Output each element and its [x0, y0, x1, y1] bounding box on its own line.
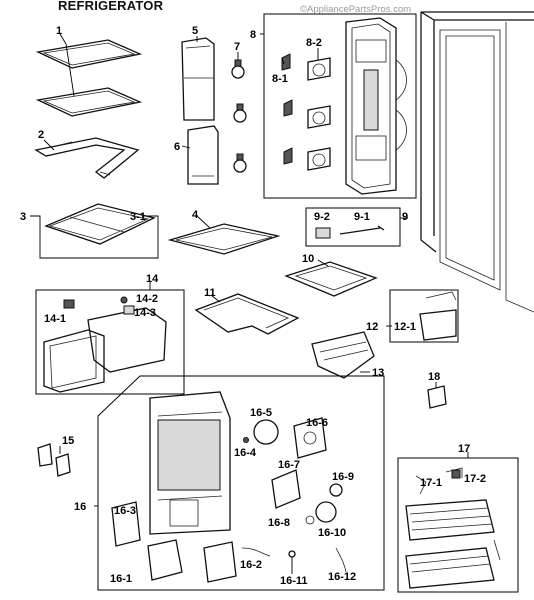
label-17-2: 17-2 [464, 473, 486, 485]
label-16: 16 [74, 501, 86, 513]
label-16-6: 16-6 [306, 417, 328, 429]
label-8-1: 8-1 [272, 73, 288, 85]
label-17-1: 17-1 [420, 477, 442, 489]
label-16-4: 16-4 [234, 447, 257, 459]
part-18-fan-cover [427, 382, 447, 409]
label-3: 3 [20, 211, 26, 223]
watermark: ©AppliancePartsPros.com [300, 4, 412, 15]
label-16-10: 16-10 [318, 527, 346, 539]
label-14: 14 [146, 273, 159, 285]
label-11: 11 [204, 287, 216, 299]
label-5: 5 [192, 25, 198, 37]
label-9-2: 9-2 [314, 211, 330, 223]
label-3-1: 3-1 [130, 211, 146, 223]
label-7: 7 [234, 41, 240, 53]
label-8: 8 [250, 29, 256, 41]
label-13: 13 [372, 367, 384, 379]
label-6: 6 [174, 141, 180, 153]
label-16-11: 16-11 [280, 575, 308, 587]
label-2: 2 [38, 129, 44, 141]
part-5-cover [181, 36, 215, 121]
label-14-3: 14-3 [134, 307, 156, 319]
part-13-ice-maker [311, 331, 375, 379]
label-18: 18 [428, 371, 440, 383]
part-15-cover [37, 443, 71, 477]
part-9-sensor-group [305, 207, 408, 247]
label-9-1: 9-1 [354, 211, 370, 223]
label-10: 10 [302, 253, 314, 265]
part-1-shelf-glass [35, 33, 143, 117]
label-16-7: 16-7 [278, 459, 300, 471]
label-16-12: 16-12 [328, 571, 356, 583]
label-16-1: 16-1 [110, 573, 132, 585]
part-16-evaporator-group [94, 375, 385, 591]
part-6-cover [181, 125, 219, 185]
label-8-2: 8-2 [306, 37, 322, 49]
part-3-cover-assembly [30, 203, 159, 259]
part-4-shelf [167, 215, 281, 255]
label-4: 4 [192, 209, 199, 221]
label-1: 1 [56, 25, 62, 37]
label-9: 9 [402, 211, 408, 223]
part-10-cover [284, 259, 378, 297]
part-17-evaporator-assembly [397, 452, 519, 593]
part-12-ice-bucket [386, 289, 459, 343]
part-11-tray [194, 293, 300, 335]
label-12-1: 12-1 [394, 321, 416, 333]
label-15: 15 [62, 435, 74, 447]
label-16-2: 16-2 [240, 559, 262, 571]
refrigerator-cabinet [420, 11, 534, 313]
diagram-title: REFRIGERATOR [58, 0, 164, 13]
part-14-crisper-group [35, 282, 185, 395]
part-2-shelf-frame [34, 137, 140, 179]
label-14-1: 14-1 [44, 313, 66, 325]
label-16-9: 16-9 [332, 471, 354, 483]
part-7-lamp [231, 52, 247, 173]
label-16-5: 16-5 [250, 407, 272, 419]
label-17: 17 [458, 443, 470, 455]
label-12: 12 [366, 321, 378, 333]
label-16-3: 16-3 [114, 505, 136, 517]
label-16-8: 16-8 [268, 517, 290, 529]
label-14-2: 14-2 [136, 293, 158, 305]
part-8-dispenser-group [260, 13, 417, 199]
